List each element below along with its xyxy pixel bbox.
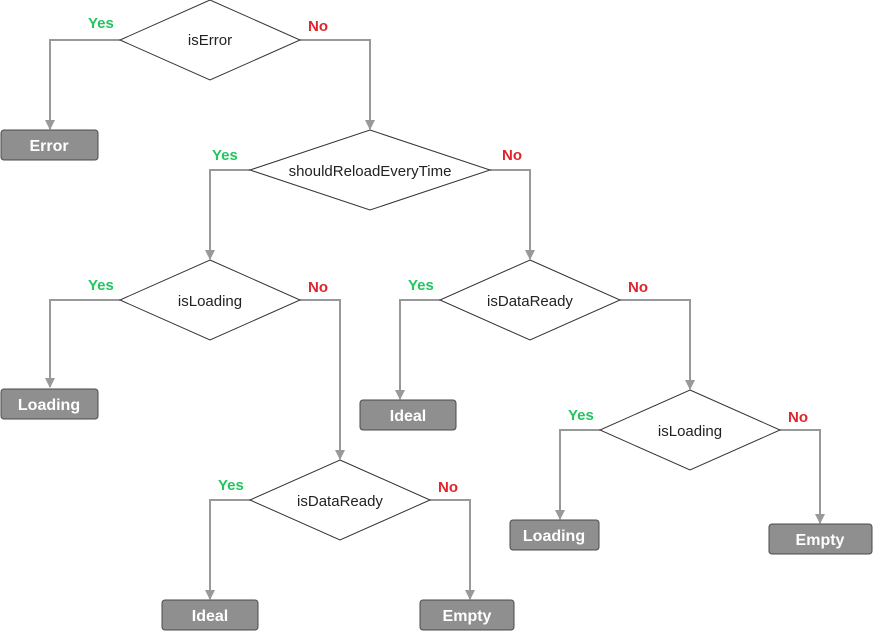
no-label: No xyxy=(502,147,522,164)
terminal-label: Empty xyxy=(796,532,845,549)
decision-isdataready-bottom: isDataReady xyxy=(248,459,432,541)
terminal-ideal-middle: Ideal xyxy=(359,399,457,431)
edge-isloading-right-yes xyxy=(555,429,600,520)
decision-label: isLoading xyxy=(178,293,242,310)
terminal-error: Error xyxy=(0,129,99,161)
terminal-loading-right: Loading xyxy=(509,519,600,551)
no-label: No xyxy=(788,409,808,426)
decision-isloading-left: isLoading xyxy=(118,259,302,341)
decision-label: isLoading xyxy=(658,423,722,440)
terminal-ideal-bottom: Ideal xyxy=(161,599,259,631)
edge-isdataready-right-yes xyxy=(395,299,440,400)
yes-label: Yes xyxy=(88,15,114,32)
decision-iserror: isError xyxy=(118,0,302,81)
decision-isloading-right: isLoading xyxy=(598,389,782,471)
terminal-label: Loading xyxy=(18,397,80,414)
edge-isloading-left-no xyxy=(300,299,345,460)
edge-shouldreload-yes xyxy=(205,169,250,260)
decision-label: isError xyxy=(188,32,232,49)
decision-label: shouldReloadEveryTime xyxy=(289,163,452,180)
terminal-label: Ideal xyxy=(390,408,426,425)
no-label: No xyxy=(628,279,648,296)
terminal-loading-left: Loading xyxy=(0,388,99,420)
terminal-label: Loading xyxy=(523,528,585,545)
decision-label: isDataReady xyxy=(487,293,573,310)
terminal-label: Ideal xyxy=(192,608,228,625)
yes-label: Yes xyxy=(212,147,238,164)
yes-label: Yes xyxy=(88,277,114,294)
edge-isloading-left-yes xyxy=(45,299,120,388)
edges xyxy=(45,39,825,600)
no-label: No xyxy=(308,279,328,296)
branch-labels: Yes No Yes No Yes No Yes No Yes No Yes N… xyxy=(88,15,808,496)
decision-should-reload-every-time: shouldReloadEveryTime xyxy=(248,129,492,211)
edge-isdataready-right-no xyxy=(620,299,695,390)
edge-iserror-no xyxy=(300,39,375,130)
decision-label: isDataReady xyxy=(297,493,383,510)
terminal-empty-bottom: Empty xyxy=(419,599,515,631)
edge-isdataready-bottom-no xyxy=(430,499,475,600)
terminal-empty-right: Empty xyxy=(768,523,873,555)
edge-shouldreload-no xyxy=(490,169,535,260)
edge-isdataready-bottom-yes xyxy=(205,499,250,600)
yes-label: Yes xyxy=(218,477,244,494)
yes-label: Yes xyxy=(408,277,434,294)
decision-isdataready-right: isDataReady xyxy=(438,259,622,341)
yes-label: Yes xyxy=(568,407,594,424)
no-label: No xyxy=(438,479,458,496)
edge-isloading-right-no xyxy=(780,429,825,524)
edge-iserror-yes xyxy=(45,39,120,130)
terminal-label: Error xyxy=(29,138,68,155)
terminal-label: Empty xyxy=(443,608,492,625)
no-label: No xyxy=(308,18,328,35)
